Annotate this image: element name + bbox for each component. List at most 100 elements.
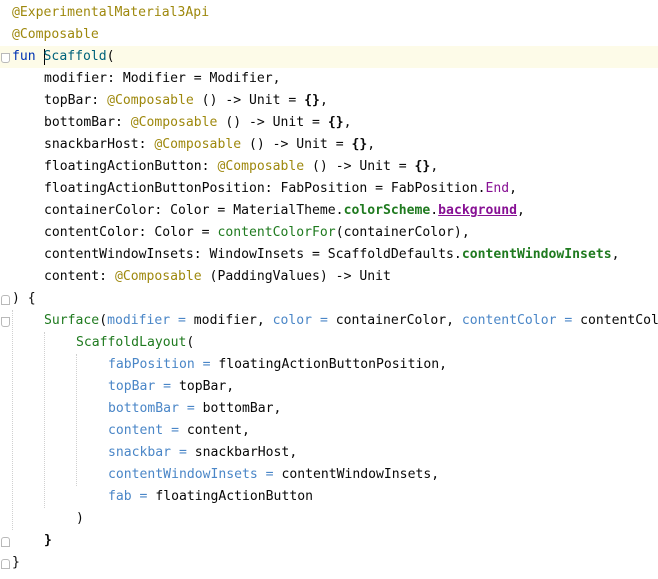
code-token: floatingActionButtonPosition: FabPositio… <box>44 181 486 196</box>
code-line[interactable]: content = content, <box>0 420 658 442</box>
code-token: {} <box>304 93 320 108</box>
indent-guide <box>76 354 77 486</box>
code-token: bottomBar: <box>44 115 131 130</box>
code-text: @Composable <box>12 24 99 46</box>
code-token: ( <box>106 49 115 64</box>
code-line[interactable]: topBar = topBar, <box>0 376 658 398</box>
code-line[interactable]: fabPosition = floatingActionButtonPositi… <box>0 354 658 376</box>
code-token: () -> Unit = <box>241 137 352 152</box>
code-text: topBar: @Composable () -> Unit = {}, <box>44 90 328 112</box>
fold-start-icon[interactable] <box>1 53 10 63</box>
code-line[interactable]: ScaffoldLayout( <box>0 332 658 354</box>
code-token: topBar, <box>178 379 235 394</box>
code-text: } <box>44 530 52 552</box>
code-text: floatingActionButtonPosition: FabPositio… <box>44 178 517 200</box>
code-line[interactable]: contentWindowInsets: WindowInsets = Scaf… <box>0 244 658 266</box>
code-line[interactable]: } <box>0 552 658 574</box>
code-line[interactable]: floatingActionButton: @Composable () -> … <box>0 156 658 178</box>
code-line[interactable]: } <box>0 530 658 552</box>
code-line[interactable]: fab = floatingActionButton <box>0 486 658 508</box>
code-line[interactable]: @ExperimentalMaterial3Api <box>0 2 658 24</box>
code-token: @ExperimentalMaterial3Api <box>12 5 210 20</box>
fold-end-icon[interactable] <box>1 537 10 547</box>
fold-start-icon[interactable] <box>1 317 10 327</box>
code-token: containerColor: Color = MaterialTheme. <box>44 203 344 218</box>
code-line[interactable]: content: @Composable (PaddingValues) -> … <box>0 266 658 288</box>
code-line[interactable]: ) { <box>0 288 658 310</box>
code-token: } <box>12 555 20 570</box>
text-caret <box>43 48 45 65</box>
code-text: content: @Composable (PaddingValues) -> … <box>44 266 391 288</box>
code-text: fabPosition = floatingActionButtonPositi… <box>108 354 447 376</box>
code-token: ScaffoldLayout <box>76 335 187 350</box>
fold-end-icon[interactable] <box>1 295 10 305</box>
code-token: End <box>485 181 510 196</box>
code-token: modifier, <box>193 313 273 328</box>
code-token: fun <box>12 49 44 64</box>
code-token: , <box>343 115 352 130</box>
code-token: () -> Unit = <box>217 115 328 130</box>
code-line[interactable]: modifier: Modifier = Modifier, <box>0 68 658 90</box>
code-token: , <box>517 203 525 218</box>
fold-end-icon[interactable] <box>1 559 10 569</box>
code-token: , <box>611 247 620 262</box>
code-text: fab = floatingActionButton <box>108 486 313 508</box>
code-token: contentColor = <box>461 313 581 328</box>
code-line[interactable]: bottomBar = bottomBar, <box>0 398 658 420</box>
code-token: {} <box>351 137 368 152</box>
code-text: fun Scaffold( <box>12 46 115 68</box>
code-token: fab = <box>108 489 156 504</box>
code-line[interactable]: contentWindowInsets = contentWindowInset… <box>0 464 658 486</box>
code-token: snackbar = <box>108 445 195 460</box>
code-token: color = <box>272 313 336 328</box>
code-token: () -> Unit = <box>304 159 415 174</box>
code-line[interactable]: fun Scaffold( <box>0 46 658 68</box>
code-token: floatingActionButtonPosition, <box>218 357 447 372</box>
code-token: bottomBar = <box>108 401 203 416</box>
code-token: contentColor) { <box>580 313 658 328</box>
code-line[interactable]: contentColor: Color = contentColorFor(co… <box>0 222 658 244</box>
code-token: Surface <box>44 313 100 328</box>
code-line[interactable]: floatingActionButtonPosition: FabPositio… <box>0 178 658 200</box>
code-line[interactable]: bottomBar: @Composable () -> Unit = {}, <box>0 112 658 134</box>
code-token: , <box>367 137 376 152</box>
code-text: ) { <box>12 288 36 310</box>
code-token: modifier: Modifier = Modifier, <box>44 71 281 86</box>
code-token: contentWindowInsets <box>461 247 612 262</box>
code-token: content: <box>44 269 115 284</box>
code-text: Surface(modifier = modifier, color = con… <box>44 310 658 332</box>
code-token: () -> Unit = <box>193 93 305 108</box>
code-line[interactable]: Surface(modifier = modifier, color = con… <box>0 310 658 332</box>
code-text: ScaffoldLayout( <box>76 332 194 354</box>
code-token: containerColor, <box>335 313 462 328</box>
code-token: (PaddingValues) -> Unit <box>201 269 391 284</box>
code-token: @Composable <box>114 269 202 284</box>
code-token: modifier = <box>107 313 194 328</box>
code-token: floatingActionButton <box>155 489 313 504</box>
code-line[interactable]: snackbar = snackbarHost, <box>0 442 658 464</box>
code-text: bottomBar = bottomBar, <box>108 398 281 420</box>
code-token: , <box>509 181 518 196</box>
code-text: bottomBar: @Composable () -> Unit = {}, <box>44 112 351 134</box>
code-line[interactable]: @Composable <box>0 24 658 46</box>
code-line[interactable]: topBar: @Composable () -> Unit = {}, <box>0 90 658 112</box>
code-token: (containerColor), <box>335 225 470 240</box>
code-text: content = content, <box>108 420 250 442</box>
code-text: } <box>12 552 20 574</box>
code-token: topBar = <box>108 379 179 394</box>
code-token: {} <box>327 115 344 130</box>
code-token: colorScheme <box>343 203 431 218</box>
code-line[interactable]: containerColor: Color = MaterialTheme.co… <box>0 200 658 222</box>
code-token: . <box>430 203 439 218</box>
code-token: @Composable <box>107 93 194 108</box>
code-token: contentWindowInsets, <box>281 467 440 482</box>
code-line[interactable]: ) <box>0 508 658 530</box>
code-text: contentWindowInsets = contentWindowInset… <box>108 464 439 486</box>
code-text: @ExperimentalMaterial3Api <box>12 2 209 24</box>
code-line[interactable]: snackbarHost: @Composable () -> Unit = {… <box>0 134 658 156</box>
code-token: topBar: <box>44 93 108 108</box>
code-token: contentColorFor <box>217 225 336 240</box>
code-text: snackbarHost: @Composable () -> Unit = {… <box>44 134 375 156</box>
code-token: content, <box>186 423 250 438</box>
